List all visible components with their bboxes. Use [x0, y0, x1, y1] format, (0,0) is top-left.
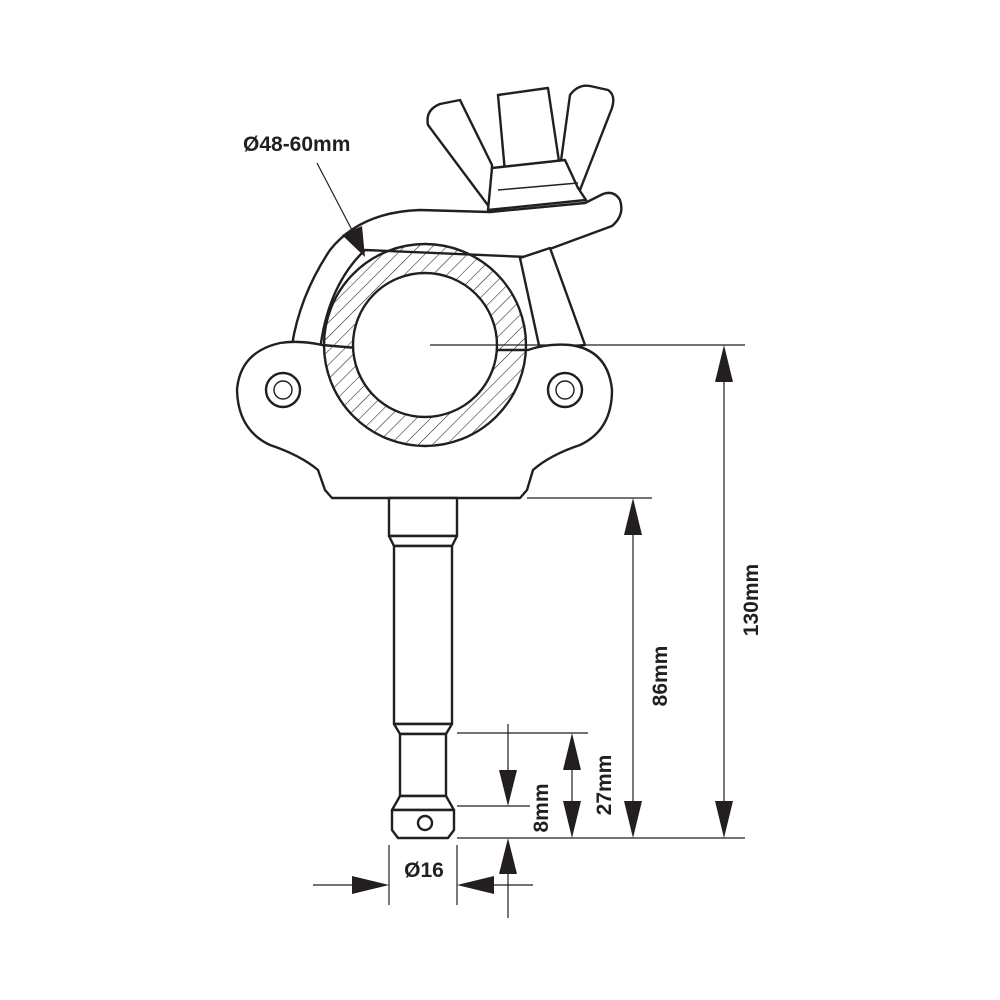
groove-offset-dimension [499, 724, 517, 918]
tube-diameter-leader [316, 162, 365, 257]
tube-cross-section [322, 242, 528, 448]
spigot-pin-hole [416, 814, 434, 832]
spigot-diameter-label: Ø16 [404, 859, 444, 882]
wing-nut [426, 84, 615, 212]
groove-offset-label: 8mm [530, 783, 553, 832]
spigot [387, 496, 459, 840]
spigot-diameter-dimension [313, 876, 533, 894]
extension-lines [388, 344, 745, 905]
tube-diameter-label: Ø48-60mm [243, 133, 350, 156]
left-lug-bolt [264, 371, 302, 409]
right-lug-bolt [546, 371, 584, 409]
overall-height-label: 130mm [740, 564, 763, 636]
spigot-length-dimension [624, 498, 642, 838]
tip-length-label: 27mm [593, 755, 616, 816]
spigot-length-label: 86mm [649, 646, 672, 707]
tip-length-dimension [563, 733, 581, 838]
overall-height-dimension [715, 345, 733, 838]
